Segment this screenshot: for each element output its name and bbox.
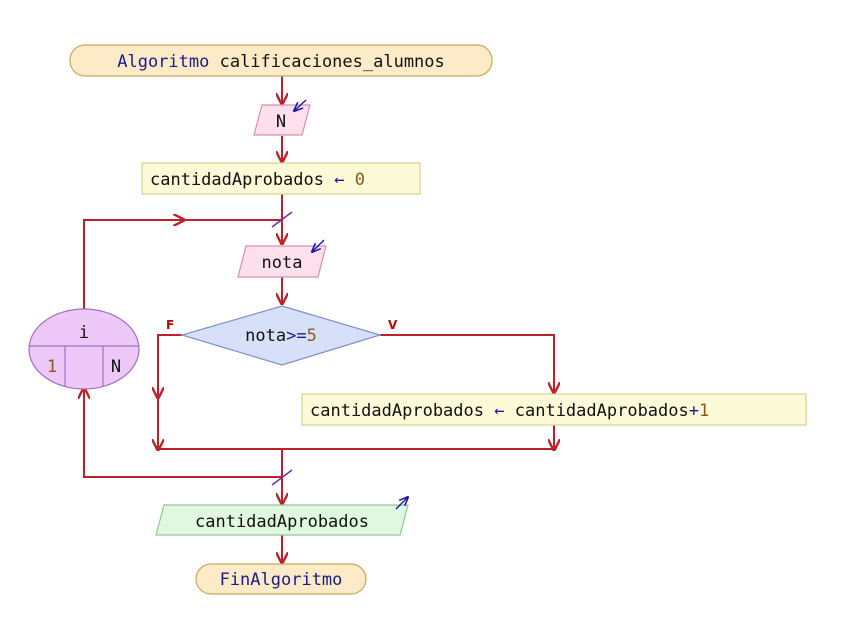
edge-true-merge [282,425,555,450]
flow-lines [84,76,554,563]
svg-text:Algoritmo calificacione: Algoritmo calificaciones_alumnos [117,52,445,72]
loop-from: 1 [47,357,57,377]
read-nota-node[interactable]: nota [237,239,327,278]
svg-text:nota>=5: nota>=5 [245,326,317,346]
decision-operator: >= [286,326,306,346]
output-arrow-icon [395,497,408,510]
init-assignment[interactable]: cantidadAprobados ← 0 [141,162,421,195]
true-label: V [388,318,398,332]
loop-join-mark-top [271,211,293,228]
decision-left: nota [245,326,286,346]
increment-assignment[interactable]: cantidadAprobados ← cantidadAprobados+1 [301,393,807,426]
edge-true-branch [380,334,554,393]
loop-join-mark-bottom [271,469,293,486]
increment-target: cantidadAprobados [310,401,484,421]
edge-loop-enter [83,219,282,310]
end-terminal[interactable]: FinAlgoritmo [195,563,367,595]
svg-text:cantidadAprobados ← cantidadAp: cantidadAprobados ← cantidadAprobados+1 [310,401,709,421]
algorithm-name: calificaciones_alumnos [220,52,445,72]
read-nota-var: nota [262,253,303,273]
read-n-var: N [276,112,286,132]
loop-var: i [79,323,89,343]
svg-text:cantidadAprobados ←: cantidadAprobados ← 0 [150,170,365,190]
increment-step: 1 [699,401,709,421]
end-keyword: FinAlgoritmo [220,570,343,590]
loop-to: N [111,357,121,377]
increment-arrow: ← [494,401,504,421]
write-var: cantidadAprobados [195,512,369,532]
write-node[interactable]: cantidadAprobados [155,497,408,536]
edge-loop-return [84,388,282,478]
for-loop-node[interactable]: i 1 N [28,308,140,390]
increment-expr: cantidadAprobados [515,401,689,421]
init-var: cantidadAprobados [150,170,334,190]
start-terminal[interactable]: Algoritmo calificaciones_alumnos [69,44,493,77]
decision-node[interactable]: nota>=5 F V [166,305,398,366]
input-arrow-icon [294,99,307,111]
decision-value: 5 [307,326,317,346]
start-keyword: Algoritmo [117,52,219,72]
input-arrow-icon [312,239,325,252]
increment-plus: + [689,401,699,421]
init-arrow: ← [334,170,354,190]
init-value: 0 [355,170,365,190]
false-label: F [166,318,174,332]
read-n-node[interactable]: N [253,99,311,136]
